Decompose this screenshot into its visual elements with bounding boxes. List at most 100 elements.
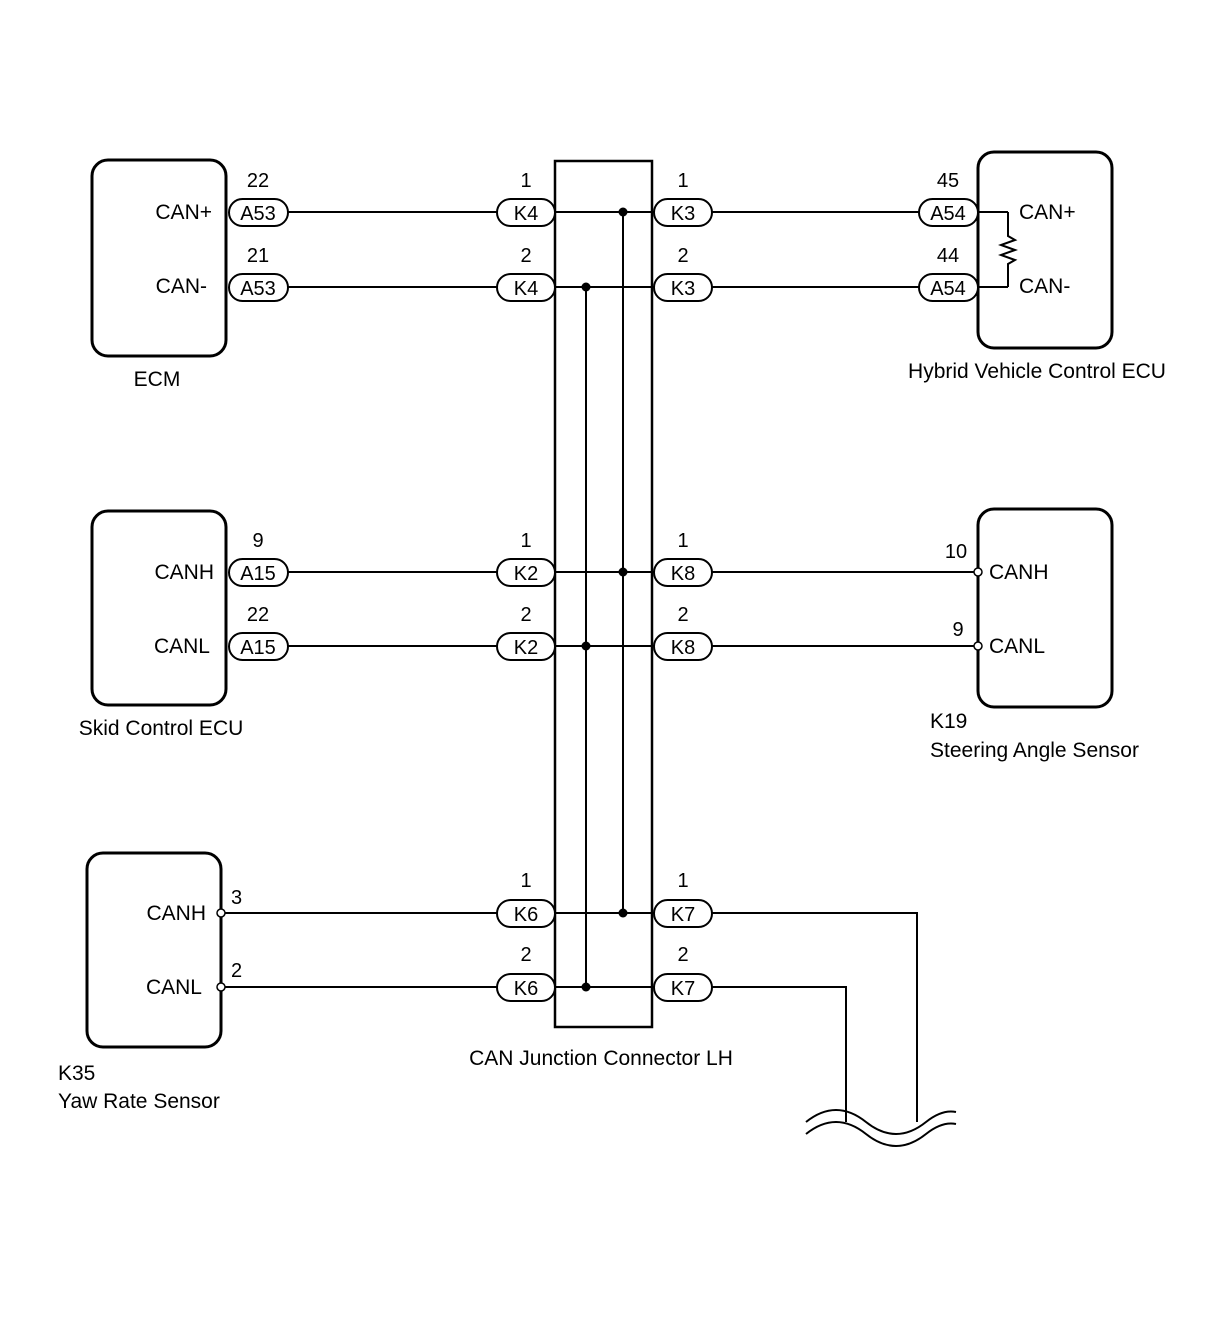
- pin-number: 1: [520, 530, 531, 552]
- yaw-sensor-label: Yaw Rate Sensor: [58, 1090, 220, 1113]
- connector-k8-l: [653, 632, 713, 661]
- connector-label: K6: [514, 978, 538, 1000]
- connector-skid-canh: [228, 558, 289, 587]
- connector-label: K2: [514, 563, 538, 585]
- pin-number: 2: [520, 604, 531, 626]
- signal-label: CAN+: [155, 201, 212, 224]
- terminating-resistor-icon: [998, 212, 1018, 287]
- signal-label: CAN-: [1019, 275, 1070, 298]
- pin-number: 2: [520, 944, 531, 966]
- skid-ecu-box: [90, 509, 228, 707]
- wires: [225, 211, 1008, 1122]
- connector-ecm-canp: [228, 198, 289, 227]
- pin-number: 22: [247, 170, 269, 192]
- hv-ecu-box: [976, 150, 1114, 350]
- signal-label: CAN+: [1019, 201, 1076, 224]
- connector-label: A53: [240, 203, 276, 225]
- signal-label: CANL: [989, 635, 1045, 658]
- connector-k6-h: [496, 899, 556, 928]
- ecm-label: ECM: [134, 368, 181, 391]
- signal-labels: CAN+ CAN- CAN+ CAN- CANH CANL CANH CANL …: [146, 201, 1076, 999]
- signal-label: CANH: [154, 561, 214, 584]
- pin-number: 2: [677, 944, 688, 966]
- junction-dot: [618, 567, 628, 577]
- steering-sensor-box: [976, 507, 1114, 709]
- hv-ecu-label: Hybrid Vehicle Control ECU: [908, 360, 1166, 383]
- connector-pills: A53 A53 K4 K4 K3 K3 A54 A54 A15 A15 K2 K…: [228, 198, 979, 1002]
- junction-dot: [581, 282, 591, 292]
- connector-label: A15: [240, 637, 276, 659]
- ecm-box: [90, 158, 228, 358]
- connector-label: K3: [671, 278, 695, 300]
- terminal-icon: [216, 908, 226, 918]
- skid-ecu-label: Skid Control ECU: [79, 717, 244, 740]
- yaw-sensor-code: K35: [58, 1062, 95, 1085]
- connector-label: K4: [514, 203, 538, 225]
- steering-sensor-code: K19: [930, 710, 967, 733]
- terminal-icon: [973, 567, 983, 577]
- connector-label: K8: [671, 637, 695, 659]
- signal-label: CANL: [154, 635, 210, 658]
- steering-sensor-label: Steering Angle Sensor: [930, 739, 1139, 762]
- pin-number: 21: [247, 245, 269, 267]
- pin-number: 45: [937, 170, 959, 192]
- pin-number: 2: [231, 960, 242, 982]
- junction-dots: [581, 207, 628, 992]
- pin-number: 10: [945, 541, 967, 563]
- signal-label: CANH: [989, 561, 1049, 584]
- connector-k8-h: [653, 558, 713, 587]
- connector-k4-h: [496, 198, 556, 227]
- connector-label: K8: [671, 563, 695, 585]
- pin-number: 1: [520, 170, 531, 192]
- connector-label: K3: [671, 203, 695, 225]
- connector-ecm-canm: [228, 273, 289, 302]
- connector-k6-l: [496, 973, 556, 1002]
- pin-number: 44: [937, 245, 959, 267]
- junction-dot: [581, 982, 591, 992]
- pin-number: 3: [231, 887, 242, 909]
- pin-number: 1: [520, 870, 531, 892]
- signal-label: CANL: [146, 976, 202, 999]
- connector-label: K7: [671, 904, 695, 926]
- pin-number: 1: [677, 530, 688, 552]
- signal-label: CANH: [146, 902, 206, 925]
- junction-connector-body: [553, 159, 654, 1029]
- connector-k3-l: [653, 273, 713, 302]
- connector-label: A54: [930, 278, 966, 300]
- connector-label: K4: [514, 278, 538, 300]
- pin-number: 2: [520, 245, 531, 267]
- connector-k7-h: [653, 899, 713, 928]
- pin-number: 22: [247, 604, 269, 626]
- junction-dot: [618, 908, 628, 918]
- terminal-icon: [216, 982, 226, 992]
- pin-number: 2: [677, 245, 688, 267]
- pin-number: 1: [677, 170, 688, 192]
- connector-k3-h: [653, 198, 713, 227]
- connector-label: K6: [514, 904, 538, 926]
- wire-k7-canl-out: [712, 986, 847, 1122]
- connector-label: K2: [514, 637, 538, 659]
- connector-k2-l: [496, 632, 556, 661]
- junction-dot: [618, 207, 628, 217]
- connector-k4-l: [496, 273, 556, 302]
- pin-number: 9: [952, 619, 963, 641]
- connector-k2-h: [496, 558, 556, 587]
- pin-numbers: 22 21 1 2 1 2 45 44 9 22 1 2 1 2 10 9 3 …: [231, 170, 967, 982]
- connector-label: A54: [930, 203, 966, 225]
- pin-number: 2: [677, 604, 688, 626]
- connector-k7-l: [653, 973, 713, 1002]
- component-names: ECM Hybrid Vehicle Control ECU Skid Cont…: [58, 360, 1166, 1113]
- terminal-icon: [973, 641, 983, 651]
- harness-continuation-icon: [805, 1109, 957, 1147]
- junction-dot: [581, 641, 591, 651]
- junction-connector-label: CAN Junction Connector LH: [469, 1047, 733, 1070]
- pin-number: 9: [252, 530, 263, 552]
- connector-hv-canp: [918, 198, 979, 227]
- connector-skid-canl: [228, 632, 289, 661]
- wire-k7-canh-out: [712, 912, 918, 1122]
- connector-label: K7: [671, 978, 695, 1000]
- pin-number: 1: [677, 870, 688, 892]
- yaw-sensor-box: [85, 851, 223, 1049]
- connector-label: A15: [240, 563, 276, 585]
